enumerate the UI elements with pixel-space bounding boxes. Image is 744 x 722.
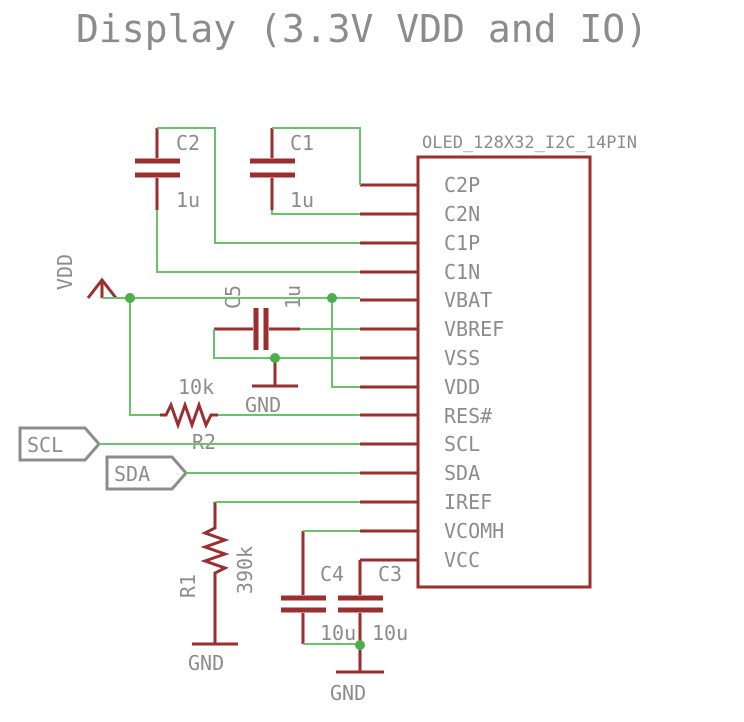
pin-scl: SCL	[444, 432, 480, 456]
sda-port-label: SDA	[114, 462, 150, 486]
chip-body	[416, 155, 592, 589]
chip-name: OLED_128X32_I2C_14PIN	[422, 133, 637, 153]
pin-c1p: C1P	[444, 231, 480, 255]
pin-c2p: C2P	[444, 173, 480, 197]
resistor-r1: R1 390k GND	[176, 502, 257, 675]
capacitor-c5: C5 1u	[214, 285, 305, 350]
oled-chip: OLED_128X32_I2C_14PIN C2P C2N C1P C1N VB…	[360, 133, 637, 589]
r1-value: 390k	[233, 546, 257, 594]
pin-sda: SDA	[444, 461, 480, 485]
chip-pin-labels: C2P C2N C1P C1N VBAT VBREF VSS VDD RES# …	[444, 173, 504, 572]
junction-vdd-right	[327, 293, 337, 303]
capacitor-c1: C1 1u	[250, 128, 314, 212]
pin-vss: VSS	[444, 346, 480, 370]
pin-vcomh: VCOMH	[444, 519, 504, 543]
chip-pin-stubs	[360, 183, 418, 562]
c2-ref: C2	[176, 131, 200, 155]
c3-value: 10u	[372, 621, 408, 645]
r2-ref: R2	[192, 430, 216, 454]
c2-value: 1u	[176, 188, 200, 212]
capacitor-c3: C3 10u	[338, 560, 408, 645]
c1-ref: C1	[290, 131, 314, 155]
scl-port: SCL	[18, 426, 101, 462]
pin-iref: IREF	[444, 490, 492, 514]
capacitor-c2: C2 1u	[135, 128, 200, 212]
pin-vdd: VDD	[444, 375, 480, 399]
gnd-label-vss: GND	[245, 393, 281, 417]
c4-ref: C4	[320, 562, 344, 586]
junction-vss	[270, 353, 280, 363]
capacitor-c4: C4 10u	[281, 531, 356, 645]
pin-res: RES#	[444, 404, 492, 428]
vdd-net-label: VDD	[53, 254, 77, 290]
junction-gnd-bottom	[355, 640, 365, 650]
pin-c1n: C1N	[444, 260, 480, 284]
wires	[99, 127, 361, 645]
pin-vcc: VCC	[444, 548, 480, 572]
gnd-label-r1: GND	[188, 651, 224, 675]
ground-symbol-bottom: GND	[330, 645, 384, 705]
scl-port-label: SCL	[27, 433, 63, 457]
c4-value: 10u	[320, 621, 356, 645]
c1-value: 1u	[290, 188, 314, 212]
pin-c2n: C2N	[444, 202, 480, 226]
sda-port: SDA	[105, 455, 188, 491]
resistor-r2: 10k R2	[160, 375, 218, 454]
diagram-title: Display (3.3V VDD and IO)	[76, 7, 648, 51]
gnd-label-bottom: GND	[330, 681, 366, 705]
c3-ref: C3	[378, 562, 402, 586]
pin-vbref: VBREF	[444, 317, 504, 341]
r1-ref: R1	[176, 574, 200, 598]
vdd-supply-symbol: VDD	[53, 254, 118, 299]
junction-vdd-left	[125, 293, 135, 303]
junctions	[125, 293, 365, 650]
r2-value: 10k	[178, 375, 214, 399]
pin-vbat: VBAT	[444, 288, 492, 312]
ground-symbol-vss: GND	[245, 358, 298, 417]
